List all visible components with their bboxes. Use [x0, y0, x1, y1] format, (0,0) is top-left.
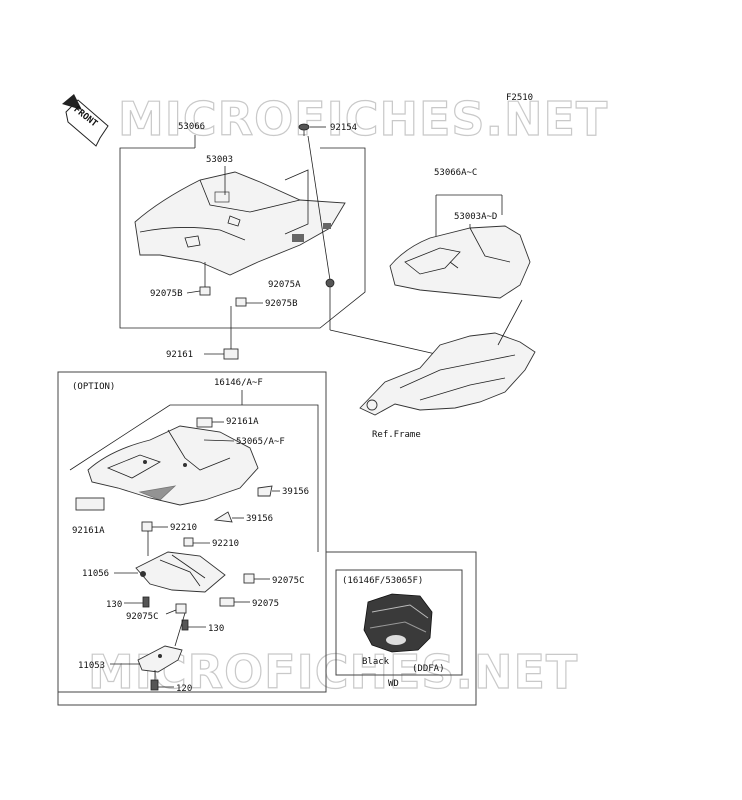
variant-color: Black	[362, 657, 390, 667]
label-92075B-1: 92075B	[150, 289, 183, 299]
figure-code: F2510	[506, 93, 533, 103]
label-92075: 92075	[252, 599, 279, 609]
option-box-extension	[57, 551, 477, 706]
label-53003: 53003	[206, 155, 233, 165]
label-11056: 11056	[82, 569, 109, 579]
label-92154: 92154	[330, 123, 357, 133]
option-label: (OPTION)	[72, 382, 115, 392]
label-ref-frame: Ref.Frame	[372, 430, 421, 440]
pad-92161A-1	[196, 417, 213, 428]
label-130-1: 130	[106, 600, 122, 610]
damper-92075C-1	[243, 573, 255, 584]
label-120: 120	[176, 684, 192, 694]
variant-cowl-black	[363, 593, 433, 653]
ref-frame	[359, 299, 536, 416]
label-39156-2: 39156	[246, 514, 273, 524]
seat-cover-53066AC	[389, 225, 531, 299]
label-53066AC: 53066A~C	[434, 168, 477, 178]
pad-92161A-2	[75, 497, 105, 511]
label-39156-1: 39156	[282, 487, 309, 497]
clip-92210-2	[183, 537, 194, 547]
seat-53003	[134, 171, 346, 276]
label-92161: 92161	[166, 350, 193, 360]
damper-92075C-2	[175, 603, 187, 614]
label-92161A-1: 92161A	[226, 417, 259, 427]
label-53003AD: 53003A~D	[454, 212, 497, 222]
pad-39156-1	[257, 485, 273, 497]
bolt-130-2	[181, 619, 189, 631]
variant-region: WD	[388, 679, 399, 689]
label-130-2: 130	[208, 624, 224, 634]
pad-92075	[219, 597, 235, 607]
label-92161A-2: 92161A	[72, 526, 105, 536]
grommet-92075A	[325, 278, 335, 288]
bracket-11053	[137, 645, 183, 673]
label-92210-1: 92210	[170, 523, 197, 533]
variant-code: (DDFA)	[412, 664, 445, 674]
label-92075C-1: 92075C	[272, 576, 305, 586]
label-53066: 53066	[178, 122, 205, 132]
damper-92075B-1	[199, 286, 211, 296]
option-box	[57, 371, 327, 693]
variant-title: (16146F/53065F)	[342, 576, 423, 586]
pad-92161	[223, 348, 239, 360]
label-92210-2: 92210	[212, 539, 239, 549]
pad-39156-2	[213, 511, 233, 523]
label-92075C-2: 92075C	[126, 612, 159, 622]
clip-92210-1	[141, 521, 153, 532]
label-92075A: 92075A	[268, 280, 301, 290]
label-16146AF: 16146/A~F	[214, 378, 263, 388]
seat-cowl-53065	[87, 425, 259, 506]
assembly-53066-frame	[119, 147, 366, 329]
damper-92075B-2	[235, 297, 247, 307]
bracket-11056	[135, 551, 226, 593]
label-11053: 11053	[78, 661, 105, 671]
bolt-120	[150, 679, 159, 691]
watermark-top: MICROFICHES.NET	[118, 92, 608, 146]
label-92075B-2: 92075B	[265, 299, 298, 309]
bolt-92154	[298, 123, 326, 136]
front-arrow-icon: FRONT	[62, 94, 109, 147]
label-53065AF: 53065/A~F	[236, 437, 285, 447]
variant-box	[335, 569, 463, 676]
bolt-130-1	[142, 596, 150, 608]
